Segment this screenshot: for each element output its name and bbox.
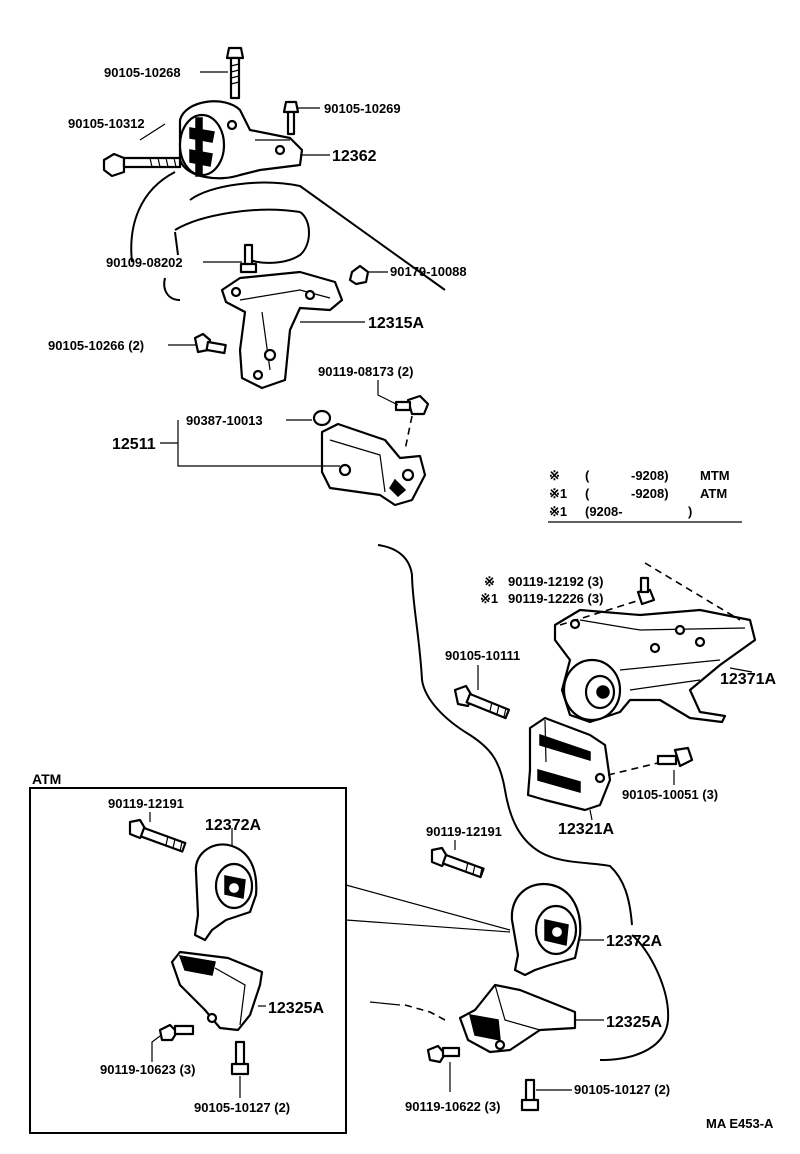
label-90387-10013: 90387-10013 xyxy=(186,413,263,428)
legend-row2-trans: ATM xyxy=(700,486,727,501)
atm-inset-box xyxy=(29,787,511,1134)
label-90105-10111: 90105-10111 xyxy=(445,648,520,663)
label-90105-10127-right: 90105-10127 (2) xyxy=(574,1082,670,1097)
bolt-90119-10623 xyxy=(158,1023,195,1042)
part-labels: 90105-10268 90105-10269 90105-10312 1236… xyxy=(32,65,776,1131)
legend-row2-range: -9208) xyxy=(631,486,669,501)
engine-block-outline xyxy=(130,171,446,301)
label-90105-10266: 90105-10266 (2) xyxy=(48,338,144,353)
mount-12371A xyxy=(553,562,757,724)
bolt-90105-10111 xyxy=(453,684,511,720)
bolt-90105-10268 xyxy=(225,46,245,100)
bolt-90105-10312 xyxy=(102,152,182,178)
label-90109-08202: 90109-08202 xyxy=(106,255,183,270)
label-12325A-right: 12325A xyxy=(606,1014,662,1031)
spacer-90387-10013 xyxy=(312,409,332,427)
label-12321A: 12321A xyxy=(558,821,614,838)
bolt-90119-12191-atm xyxy=(128,818,187,853)
mount-12372A-atm xyxy=(193,843,258,942)
label-90105-10127-atm: 90105-10127 (2) xyxy=(194,1100,290,1115)
leader-lines-top xyxy=(139,71,399,467)
mount-12372A-right xyxy=(510,882,582,977)
label-12362: 12362 xyxy=(332,148,377,165)
label-90119-08173: 90119-08173 (2) xyxy=(318,364,413,379)
label-12372A-right: 12372A xyxy=(606,933,662,950)
bolt-90119-08173 xyxy=(394,394,430,451)
label-90105-10268: 90105-10268 xyxy=(104,65,181,80)
label-ref-code: MA E453-A xyxy=(706,1116,774,1131)
mount-12362 xyxy=(178,100,304,180)
bolt-90119-10622 xyxy=(426,1044,461,1064)
legend-row2-paren: ( xyxy=(585,486,590,501)
bolt-90105-10127-atm xyxy=(230,1040,250,1076)
bolt-90119-12192 xyxy=(636,576,656,606)
label-atm-title: ATM xyxy=(32,771,61,787)
stud-90109-08202 xyxy=(239,243,258,274)
label-90105-10269: 90105-10269 xyxy=(324,101,401,116)
label-90119-12192: 90119-12192 (3) xyxy=(508,574,603,589)
mark-a-90119-12192: ※ xyxy=(484,574,495,589)
label-90119-10622: 90119-10622 (3) xyxy=(405,1099,500,1114)
bracket-12325A-right xyxy=(458,983,577,1054)
transmission-outline xyxy=(369,544,670,1061)
legend-row3-range: (9208- xyxy=(585,504,623,519)
label-90179-10088: 90179-10088 xyxy=(390,264,467,279)
legend-row1-paren: ( xyxy=(585,468,590,483)
bracket-12325A-atm xyxy=(170,950,264,1032)
legend-table: ※ ( -9208) MTM ※1 ( -9208) ATM ※1 (9208-… xyxy=(548,468,742,523)
legend-row3-paren: ) xyxy=(688,504,692,519)
legend-row1-trans: MTM xyxy=(700,468,730,483)
label-90119-12191-right: 90119-12191 xyxy=(426,824,502,839)
bolt-90105-10051 xyxy=(656,746,694,768)
mount-12321A xyxy=(526,716,663,812)
label-90119-10623: 90119-10623 (3) xyxy=(100,1062,195,1077)
mark-b-90119-12226: ※1 xyxy=(480,591,498,606)
label-90119-12226: 90119-12226 (3) xyxy=(508,591,603,606)
legend-row1-range: -9208) xyxy=(631,468,669,483)
label-12511: 12511 xyxy=(112,436,156,453)
label-12325A-atm: 12325A xyxy=(268,1000,324,1017)
leader-lines-right xyxy=(449,665,753,1092)
legend-row3-mark: ※1 xyxy=(549,504,567,519)
label-90105-10051: 90105-10051 (3) xyxy=(622,787,718,802)
bolt-90105-10269 xyxy=(282,100,300,136)
legend-row1-mark: ※ xyxy=(549,468,560,483)
nut-90179-10088 xyxy=(348,264,370,286)
label-12371A: 12371A xyxy=(720,671,776,688)
bracket-12315A xyxy=(220,270,344,390)
leader-lines-atm xyxy=(149,812,266,1098)
bolt-90105-10127-right xyxy=(520,1078,540,1112)
label-12372A-atm: 12372A xyxy=(205,817,261,834)
bolt-90105-10266 xyxy=(193,332,227,355)
legend-row2-mark: ※1 xyxy=(549,486,567,501)
bracket-12511 xyxy=(320,422,427,507)
label-90119-12191-atm: 90119-12191 xyxy=(108,796,184,811)
label-90105-10312: 90105-10312 xyxy=(68,116,145,131)
label-12315A: 12315A xyxy=(368,315,424,332)
bolt-90119-12191-right xyxy=(430,846,485,879)
